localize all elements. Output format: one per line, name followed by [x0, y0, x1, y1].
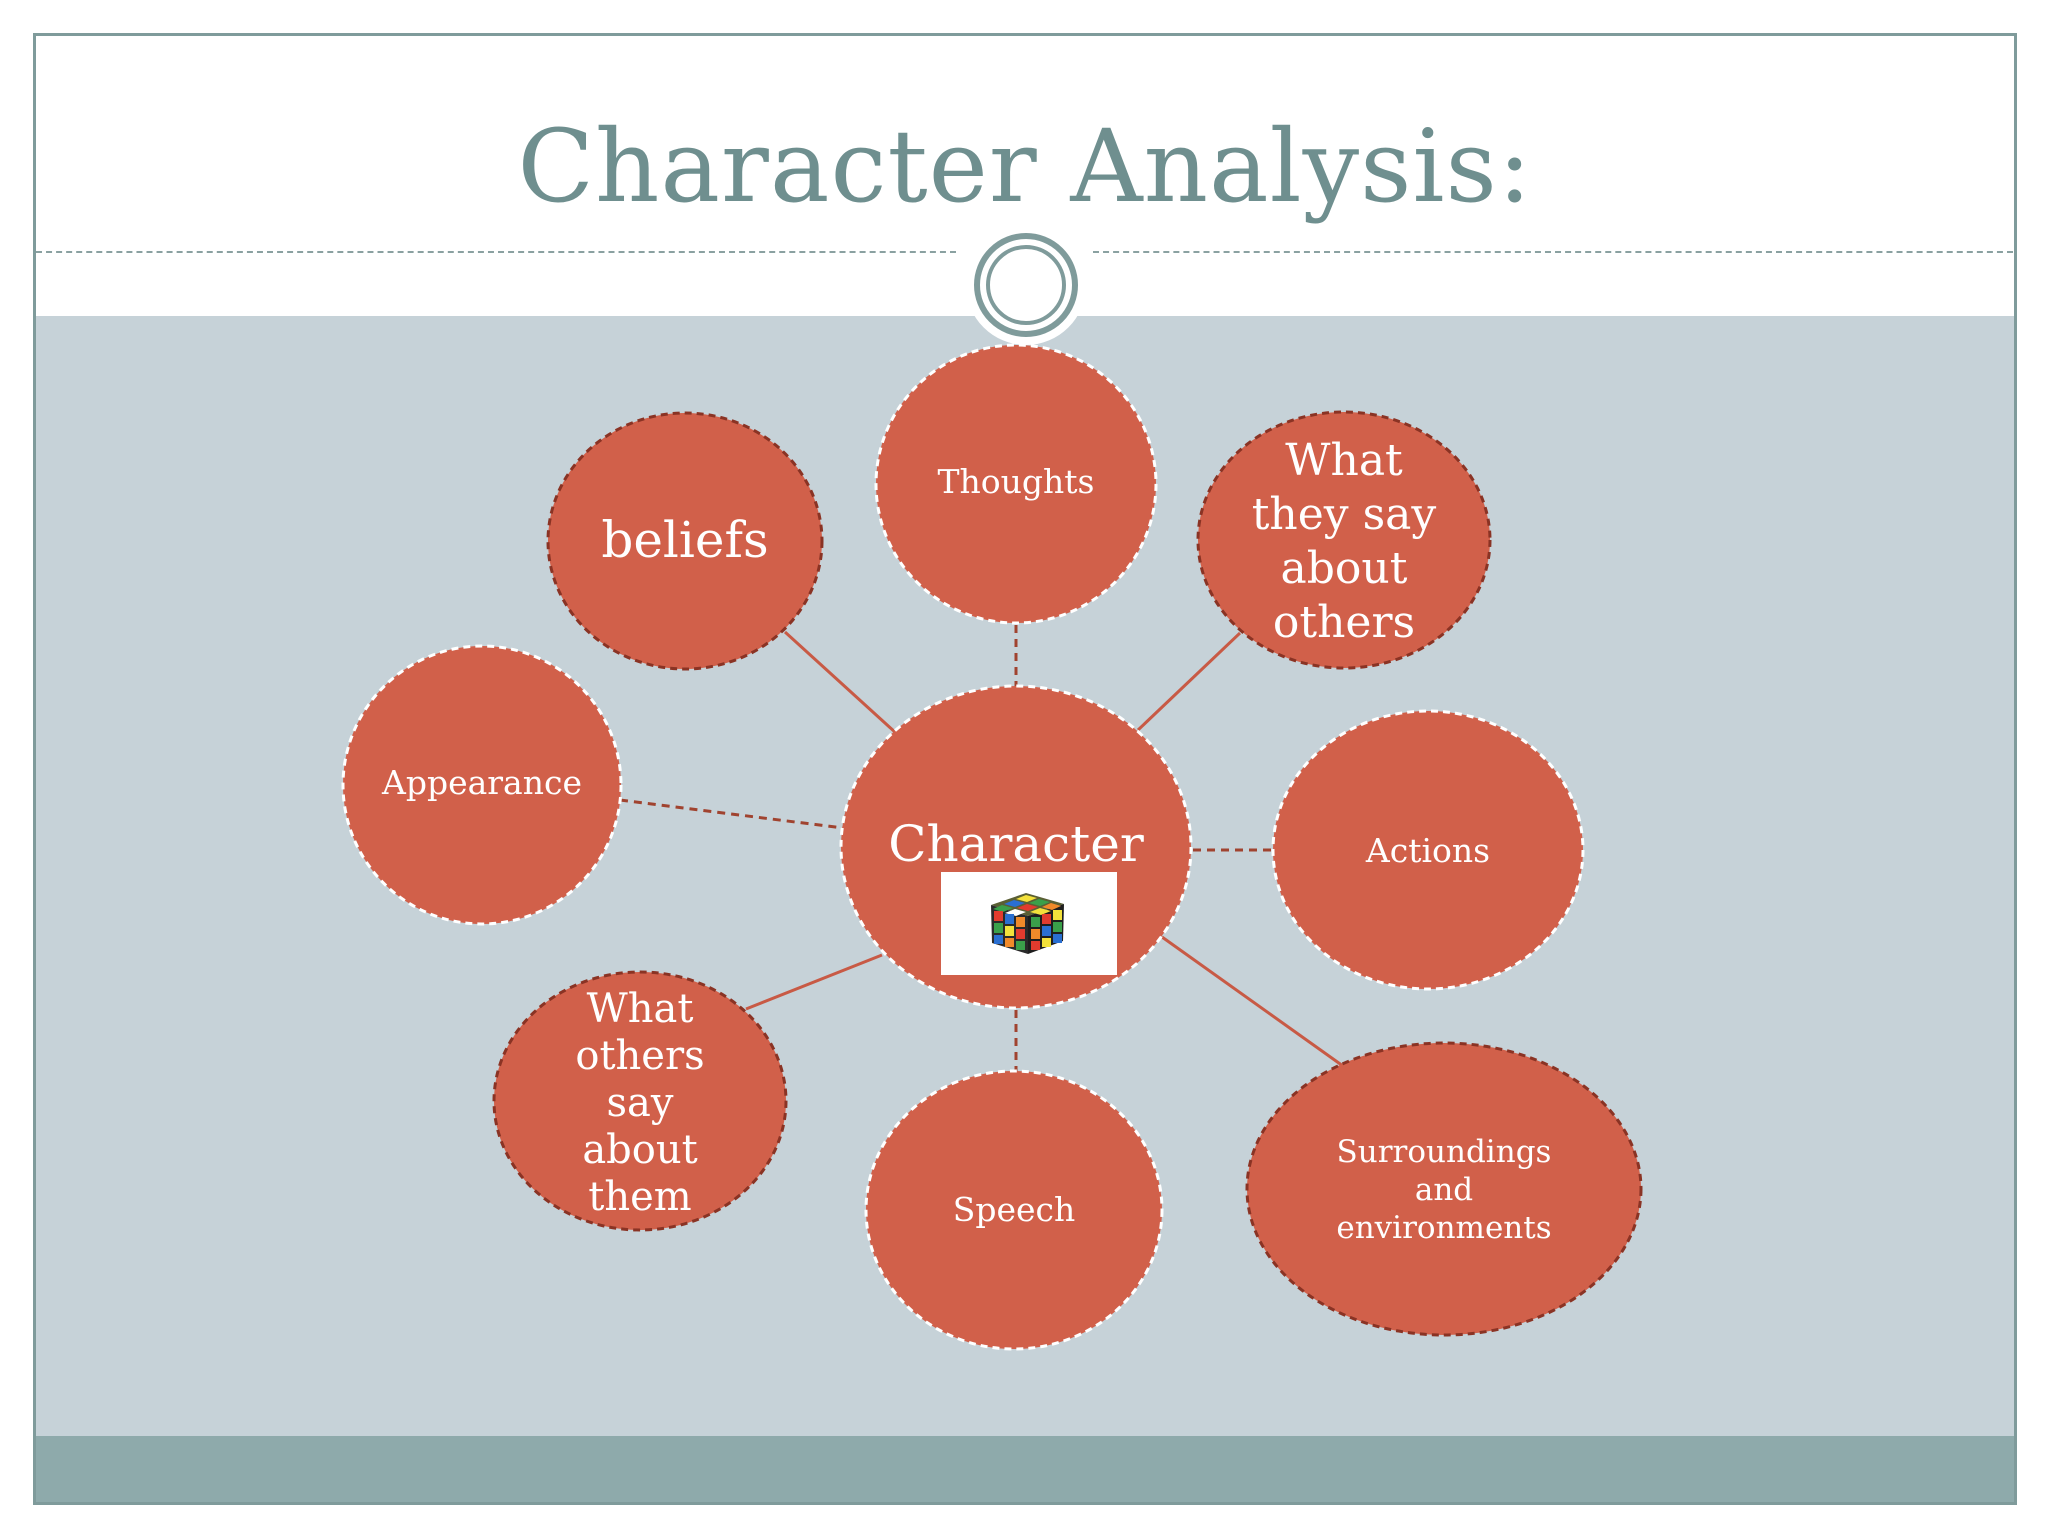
- connector-lines: [619, 625, 1344, 1076]
- node-what-they-say-line-2: they say: [1252, 489, 1437, 540]
- node-what-they-say-line-4: others: [1273, 597, 1415, 648]
- node-what-they-say-line-3: about: [1281, 543, 1408, 594]
- node-what-others-say-line-1: What: [587, 986, 694, 1032]
- node-surroundings-line-2: and: [1415, 1172, 1473, 1208]
- node-speech-label: Speech: [953, 1190, 1076, 1229]
- node-thoughts-label: Thoughts: [938, 462, 1095, 501]
- connector-what-they-say: [1136, 631, 1242, 732]
- node-speech: Speech: [864, 1069, 1164, 1351]
- center-node-character: Character: [839, 684, 1193, 1010]
- node-what-others-say-line-3: say: [607, 1080, 674, 1126]
- connector-surroundings: [1161, 935, 1344, 1068]
- center-node-label: Character: [888, 815, 1144, 873]
- footer-band: [36, 1436, 2014, 1502]
- connector-appearance: [619, 798, 844, 830]
- node-what-others-say-line-5: them: [588, 1174, 691, 1220]
- node-appearance: Appearance: [341, 644, 623, 926]
- rubiks-cube-icon: [991, 893, 1064, 954]
- node-what-they-say-about-others: What they say about others: [1196, 410, 1492, 670]
- node-what-they-say-line-1: What: [1285, 435, 1403, 486]
- node-what-others-say-about-them: What others say about them: [492, 970, 788, 1232]
- node-beliefs-label: beliefs: [601, 511, 768, 569]
- node-beliefs: beliefs: [546, 411, 824, 671]
- node-surroundings-and-environments: Surroundings and environments: [1245, 1041, 1643, 1337]
- node-what-others-say-line-4: about: [582, 1127, 697, 1173]
- title-divider-right: [1093, 251, 2013, 253]
- node-actions-label: Actions: [1365, 831, 1490, 870]
- connector-what-others-say: [745, 953, 883, 1011]
- node-surroundings-line-1: Surroundings: [1337, 1134, 1552, 1170]
- node-actions: Actions: [1271, 709, 1585, 991]
- node-what-others-say-line-2: others: [575, 1033, 704, 1079]
- slide-title: Character Analysis:: [517, 108, 1533, 225]
- title-divider-left: [36, 251, 956, 253]
- node-thoughts: Thoughts: [874, 343, 1158, 625]
- divider-ornament: [966, 225, 1086, 345]
- connector-beliefs: [783, 630, 898, 735]
- node-surroundings-line-3: environments: [1336, 1210, 1551, 1246]
- node-appearance-label: Appearance: [381, 763, 582, 802]
